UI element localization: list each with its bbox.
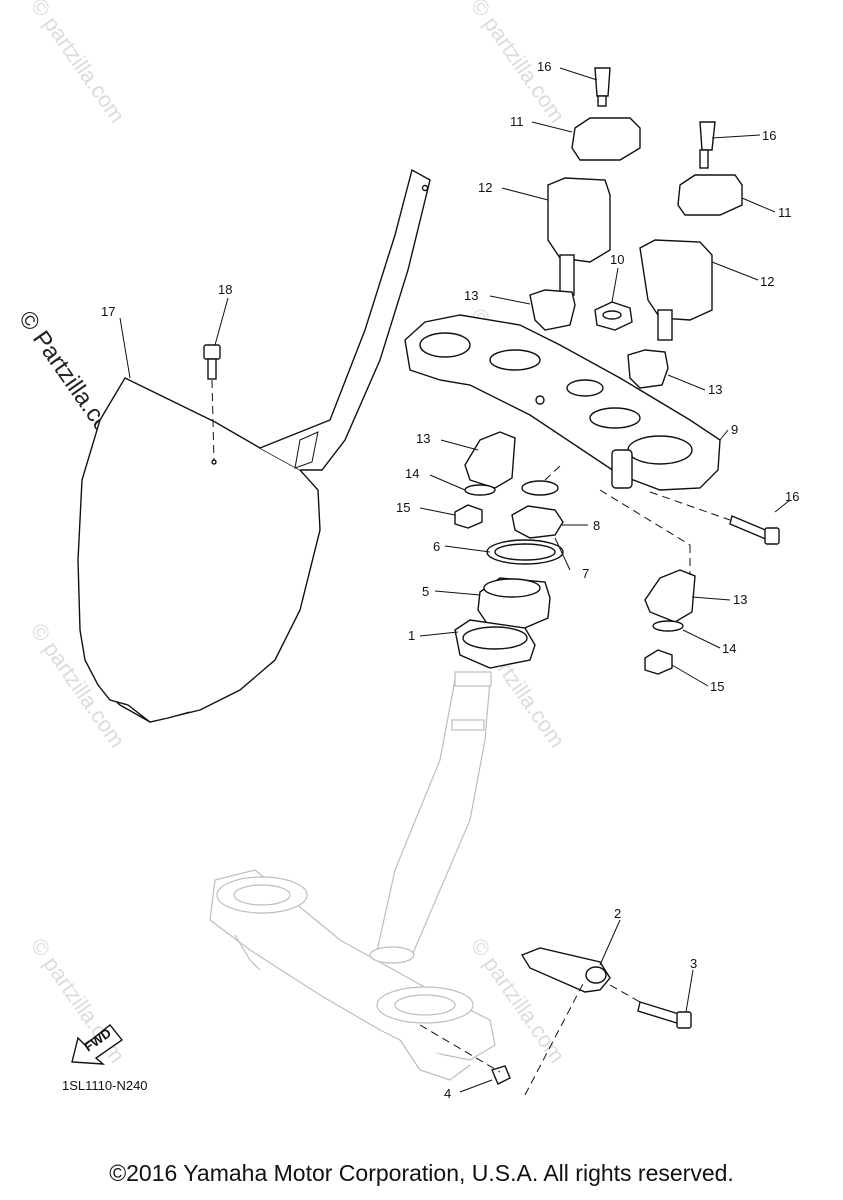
callout-label: 11 (778, 205, 792, 220)
callout-label: 7 (582, 566, 589, 581)
callout-label: 8 (593, 518, 600, 533)
watermark-tile: © partzilla.com (26, 0, 130, 127)
callout-label: 16 (785, 489, 799, 504)
callout-label: 14 (405, 466, 419, 481)
upper-triple-clamp (404, 314, 721, 491)
callout-labels: 1 2 3 4 5 6 7 8 9 10 11 11 12 12 13 13 1… (101, 59, 799, 1101)
callout-label: 6 (433, 539, 440, 554)
right-holder-stack (627, 121, 743, 389)
leader-lines (119, 67, 791, 1093)
callout-label: 12 (478, 180, 492, 195)
callout-label: 13 (464, 288, 478, 303)
callout-label: 16 (537, 59, 551, 74)
cable-guide-parts (419, 947, 692, 1096)
callout-label: 9 (731, 422, 738, 437)
diagram-code: 1SL1110-N240 (62, 1078, 148, 1093)
callout-label: 14 (722, 641, 736, 656)
callout-label: 12 (760, 274, 774, 289)
watermark-tile: © partzilla.com (466, 0, 570, 127)
left-holder-stack (529, 67, 641, 331)
mount-stack-right (599, 489, 696, 675)
callout-label: 1 (408, 628, 415, 643)
callout-label: 15 (710, 679, 724, 694)
lower-bracket-ghost (209, 671, 496, 1081)
mount-stack-left (454, 431, 516, 529)
callout-label: 11 (510, 114, 524, 129)
callout-label: 5 (422, 584, 429, 599)
callout-label: 13 (733, 592, 747, 607)
callout-label: 18 (218, 282, 232, 297)
bolt-16-lower (649, 491, 780, 545)
callout-label: 15 (396, 500, 410, 515)
callout-label: 16 (762, 128, 776, 143)
copyright-notice: ©2016 Yamaha Motor Corporation, U.S.A. A… (109, 1160, 734, 1186)
callout-label: 13 (708, 382, 722, 397)
steering-parts-diagram: © partzilla.com © partzilla.com © partzi… (13, 0, 799, 1101)
number-plate (77, 168, 431, 723)
bolt-18 (203, 344, 221, 465)
callout-label: 17 (101, 304, 115, 319)
steering-head-stack (454, 465, 564, 669)
callout-label: 10 (610, 252, 624, 267)
callout-label: 2 (614, 906, 621, 921)
callout-label: 3 (690, 956, 697, 971)
callout-label: 4 (444, 1086, 451, 1101)
callout-label: 13 (416, 431, 430, 446)
nut-10 (594, 301, 633, 331)
